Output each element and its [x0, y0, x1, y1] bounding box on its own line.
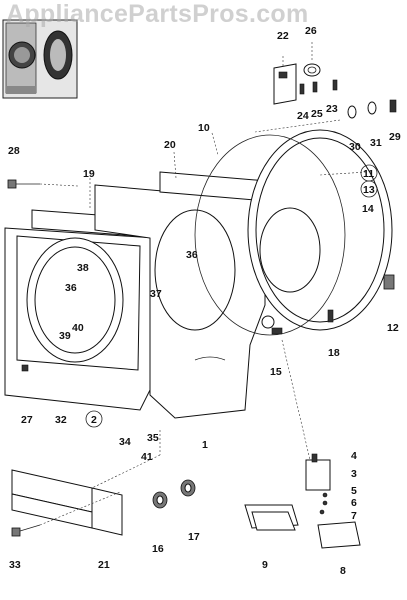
label-part-20: 20 — [164, 139, 176, 151]
label-part-36-upper: 36 — [186, 249, 198, 261]
label-part-18: 18 — [328, 347, 340, 359]
label-part-32: 32 — [55, 414, 67, 426]
label-part-5: 5 — [351, 485, 357, 497]
label-part-13: 13 — [363, 184, 375, 196]
roller-part-15 — [261, 315, 283, 335]
label-part-3: 3 — [351, 468, 357, 480]
label-part-40: 40 — [72, 322, 84, 334]
hinge-part-9 — [244, 504, 299, 531]
hinge-plate-part-8 — [317, 521, 361, 549]
label-part-2: 2 — [91, 414, 97, 426]
kick-plate-part-21 — [11, 469, 123, 536]
bracket-part-12 — [383, 274, 395, 290]
label-part-37: 37 — [150, 288, 162, 300]
label-part-8: 8 — [340, 565, 346, 577]
label-part-11: 11 — [363, 168, 374, 180]
label-circle-part-2 — [85, 410, 103, 428]
label-part-28: 28 — [8, 145, 20, 157]
label-part-31: 31 — [370, 137, 382, 149]
label-part-30: 30 — [349, 141, 361, 153]
label-circle-part-13 — [360, 180, 378, 198]
label-part-22: 22 — [277, 30, 289, 42]
leader-lines — [89, 42, 367, 489]
label-part-10: 10 — [198, 122, 210, 134]
front-panel-part-34 — [4, 227, 156, 411]
label-part-38: 38 — [77, 262, 89, 274]
fasteners-24-25-23 — [299, 79, 338, 95]
label-part-24: 24 — [297, 110, 309, 122]
screw-part-33 — [11, 491, 121, 537]
label-part-29: 29 — [389, 131, 401, 143]
label-part-15: 15 — [270, 366, 282, 378]
label-part-25: 25 — [311, 108, 323, 120]
label-part-39: 39 — [59, 330, 71, 342]
screw-part-18 — [327, 309, 334, 323]
label-part-21: 21 — [98, 559, 110, 571]
washers-30-31-29 — [347, 99, 397, 119]
fitting-part-17 — [180, 479, 196, 497]
label-part-14: 14 — [362, 203, 374, 215]
hinge-assembly-part-3 — [305, 453, 331, 515]
label-part-4: 4 — [351, 450, 357, 462]
label-part-33: 33 — [9, 559, 21, 571]
label-part-6: 6 — [351, 497, 357, 509]
label-part-27: 27 — [21, 414, 33, 426]
label-part-9: 9 — [262, 559, 268, 571]
label-part-17: 17 — [188, 531, 200, 543]
part-labels: 1 2 3 4 5 6 7 8 9 10 11 12 13 14 15 16 1… — [8, 25, 401, 577]
label-part-26: 26 — [305, 25, 317, 37]
rear-drum-part-11 — [247, 129, 393, 331]
label-part-34: 34 — [119, 436, 131, 448]
label-part-7: 7 — [351, 510, 357, 522]
label-part-12: 12 — [387, 322, 399, 334]
label-part-16: 16 — [152, 543, 164, 555]
label-part-35: 35 — [147, 432, 159, 444]
label-part-19: 19 — [83, 168, 95, 180]
fitting-part-16 — [152, 491, 168, 509]
drum-seal-part-10 — [194, 134, 346, 336]
dryer-thumbnail — [2, 19, 78, 99]
label-part-1: 1 — [202, 439, 208, 451]
label-part-23: 23 — [326, 103, 338, 115]
label-part-41: 41 — [141, 451, 153, 463]
hinge-bracket-part-22 — [273, 63, 297, 105]
grommet-part-26 — [303, 63, 321, 77]
screw-part-28 — [7, 179, 79, 189]
label-part-36-lower: 36 — [65, 282, 77, 294]
